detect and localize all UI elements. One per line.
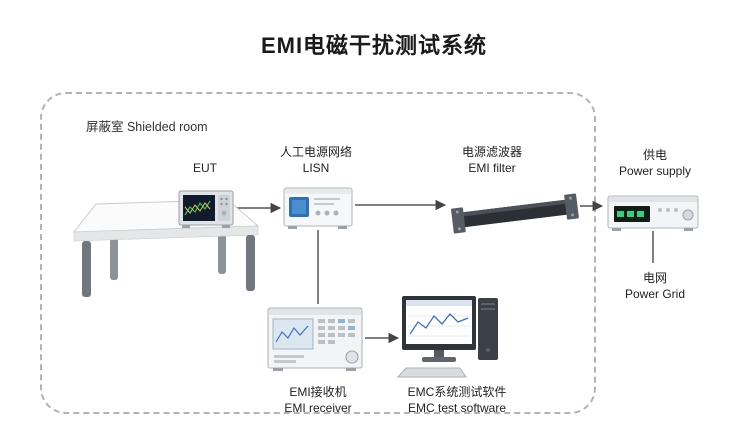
emc-software-label-cn: EMC系统测试软件 <box>407 385 507 399</box>
power-supply-illustration <box>607 195 699 231</box>
emi-receiver-label-en: EMI receiver <box>284 401 352 415</box>
power-supply-label: 供电 Power supply <box>605 147 705 179</box>
emi-filter-label-cn: 电源滤波器 <box>461 145 522 159</box>
emc-software-label: EMC系统测试软件 EMC test software <box>387 384 527 416</box>
shielded-room-label: 屏蔽室 Shielded room <box>86 120 208 134</box>
lisn-label: 人工电源网络 LISN <box>266 144 366 176</box>
emi-filter-label-en: EMI filter <box>468 161 516 175</box>
lisn-device-illustration <box>283 187 353 229</box>
emc-software-workstation-illustration <box>396 296 498 378</box>
emi-receiver-label: EMI接收机 EMI receiver <box>258 384 378 416</box>
emc-software-label-en: EMC test software <box>407 401 507 415</box>
power-grid-label-cn: 电网 <box>642 271 667 285</box>
shielded-room-boundary <box>40 92 596 414</box>
lisn-label-en: LISN <box>302 161 330 175</box>
eut-device-illustration <box>178 190 234 228</box>
emi-receiver-label-cn: EMI接收机 <box>289 385 347 399</box>
emi-receiver-illustration <box>267 307 363 371</box>
lisn-label-cn: 人工电源网络 <box>279 145 352 159</box>
power-grid-label: 电网 Power Grid <box>605 270 705 302</box>
emi-filter-label: 电源滤波器 EMI filter <box>442 144 542 176</box>
diagram-title: EMI电磁干扰测试系统 <box>260 33 488 58</box>
power-supply-label-en: Power supply <box>618 164 692 178</box>
eut-label: EUT <box>193 161 217 175</box>
emi-filter-illustration <box>450 193 579 234</box>
power-supply-label-cn: 供电 <box>642 148 667 162</box>
power-grid-label-en: Power Grid <box>624 287 686 301</box>
